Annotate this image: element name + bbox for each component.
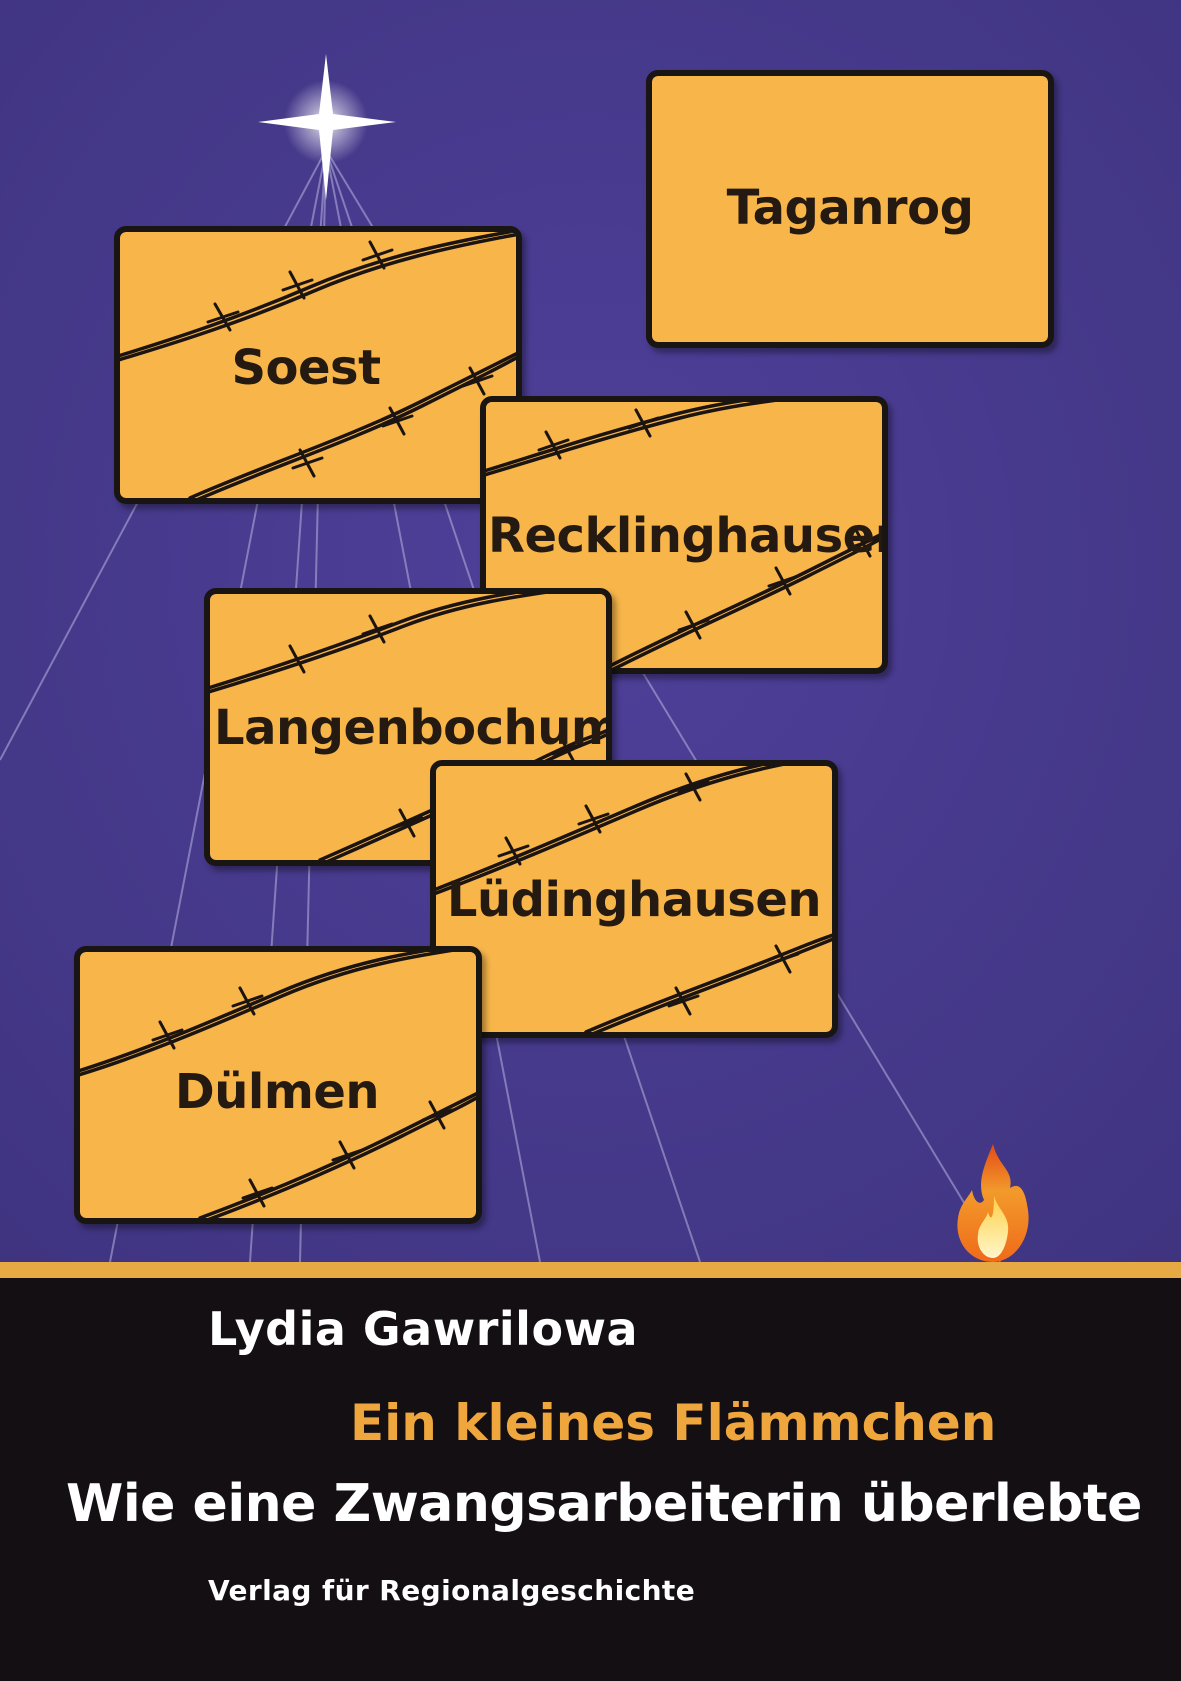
author-name: Lydia Gawrilowa <box>208 1302 639 1356</box>
place-sign-luedinghausen: Lüdinghausen <box>430 760 838 1038</box>
barbed-wire-icon <box>436 766 832 1032</box>
star-icon <box>258 54 396 200</box>
sign-label: Lüdinghausen <box>446 872 822 928</box>
sign-label: Soest <box>231 340 381 396</box>
place-sign-taganrog: Taganrog <box>646 70 1054 348</box>
barbed-wire-icon <box>486 402 882 668</box>
place-sign-soest: Soest <box>114 226 522 504</box>
place-sign-recklinghausen: Recklinghausen <box>480 396 888 674</box>
book-title: Ein kleines Flämmchen <box>350 1394 997 1452</box>
place-sign-duelmen: Dülmen <box>74 946 482 1224</box>
sign-label: Langenbochum <box>214 700 612 756</box>
barbed-wire-icon <box>120 232 516 498</box>
sign-label: Dülmen <box>174 1064 380 1120</box>
title-band <box>0 1262 1181 1681</box>
barbed-wire-icon <box>80 952 476 1218</box>
publisher-name: Verlag für Regionalgeschichte <box>208 1574 696 1607</box>
sign-label: Taganrog <box>726 180 974 236</box>
sign-label: Recklinghausen <box>488 508 888 564</box>
book-subtitle: Wie eine Zwangsarbeiterin überlebte <box>66 1474 1142 1534</box>
flame-icon <box>957 1144 1029 1262</box>
orange-divider <box>0 1262 1181 1278</box>
